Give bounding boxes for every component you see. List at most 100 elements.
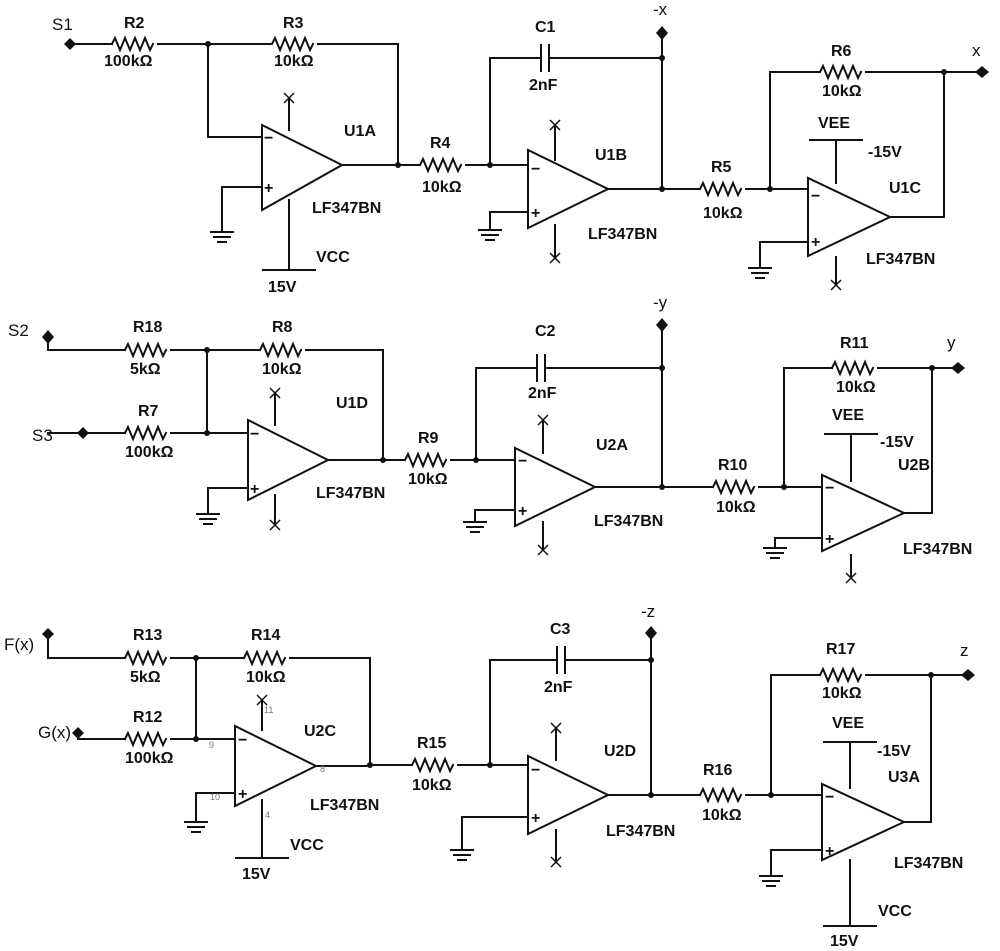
z-port-label: z	[960, 641, 969, 660]
r8-ref-label: R8	[272, 319, 293, 336]
r11-value-label: 10kΩ	[836, 379, 876, 396]
s1-port-marker	[64, 38, 76, 50]
u2b-part-label: LF347BN	[903, 541, 972, 558]
neg-x-port-label: -x	[653, 0, 668, 19]
c1-ref-label: C1	[535, 19, 556, 36]
u2a-part-label: LF347BN	[594, 513, 663, 530]
y-port-marker	[951, 362, 965, 374]
r6-ref-label: R6	[831, 43, 852, 60]
c3-value-label: 2nF	[544, 679, 573, 696]
r16-ref-label: R16	[703, 762, 732, 779]
u1c-inverting-sign: −	[811, 188, 820, 205]
u2a-inverting-sign: −	[518, 453, 527, 470]
u2a-noninverting-sign: +	[518, 503, 527, 520]
r12-value-label: 100kΩ	[125, 750, 174, 767]
u1b-part-label: LF347BN	[588, 226, 657, 243]
r6-resistor-symbol	[820, 66, 861, 78]
u1c-neg15v-label: -15V	[868, 144, 902, 161]
u3a-inverting-sign: −	[825, 789, 834, 806]
u3a-neg15v-label: -15V	[877, 743, 911, 760]
r9-value-label: 10kΩ	[408, 471, 448, 488]
r4-ref-label: R4	[430, 135, 451, 152]
u2c-15v-label: 15V	[242, 866, 271, 883]
r9-resistor-symbol	[405, 454, 446, 466]
u2c-pin-9: 9	[209, 740, 214, 750]
u2d-noninverting-sign: +	[531, 810, 540, 827]
neg-z-port-label: -z	[641, 602, 655, 621]
u2c-pin-4: 4	[265, 810, 270, 820]
u1a-vcc-label: VCC	[316, 249, 350, 266]
u1d-noninverting-sign: +	[250, 481, 259, 498]
u1a-part-label: LF347BN	[312, 200, 381, 217]
u2b-ref-label: U2B	[898, 457, 930, 474]
r16-value-label: 10kΩ	[702, 807, 742, 824]
u1d-inverting-sign: −	[250, 426, 259, 443]
r11-ref-label: R11	[840, 335, 869, 352]
u1c-noninverting-sign: +	[811, 234, 820, 251]
r18-resistor-symbol	[125, 344, 166, 356]
u2b-neg15v-label: -15V	[880, 434, 914, 451]
r7-ref-label: R7	[138, 403, 159, 420]
fx-port-label: F(x)	[4, 635, 34, 654]
u2c-pin-8: 8	[320, 764, 325, 774]
c2-value-label: 2nF	[528, 385, 557, 402]
u2c-vcc-label: VCC	[290, 837, 324, 854]
s2-port-label: S2	[8, 321, 29, 340]
r2-ref-label: R2	[124, 15, 145, 32]
r12-ref-label: R12	[133, 709, 162, 726]
r3-value-label: 10kΩ	[274, 53, 314, 70]
r3-resistor-symbol	[272, 38, 313, 50]
c2-ref-label: C2	[535, 323, 556, 340]
u2c-inverting-sign: −	[238, 732, 247, 749]
u1c-part-label: LF347BN	[866, 251, 935, 268]
u3a-vee-label: VEE	[832, 715, 864, 732]
u2c-pin-11: 11	[264, 705, 273, 715]
r10-value-label: 10kΩ	[716, 499, 756, 516]
r11-resistor-symbol	[832, 362, 873, 374]
r14-resistor-symbol	[244, 652, 285, 664]
c3-ref-label: C3	[550, 621, 571, 638]
s1-port-label: S1	[52, 15, 73, 34]
u1a-opamp-symbol	[262, 125, 342, 210]
gx-port-label: G(x)	[38, 723, 71, 742]
r5-resistor-symbol	[700, 183, 741, 195]
r8-value-label: 10kΩ	[262, 361, 302, 378]
u1a-inverting-sign: −	[264, 130, 273, 147]
u1a-noninverting-sign: +	[264, 180, 273, 197]
u3a-noninverting-sign: +	[825, 843, 834, 860]
u1b-inverting-sign: −	[531, 161, 540, 178]
r18-value-label: 5kΩ	[130, 361, 161, 378]
r14-ref-label: R14	[251, 627, 280, 644]
neg-z-port-marker	[645, 626, 657, 640]
u1d-ref-label: U1D	[336, 395, 368, 412]
row-1-circuit	[64, 26, 989, 290]
r2-value-label: 100kΩ	[104, 53, 153, 70]
u2d-inverting-sign: −	[531, 762, 540, 779]
r13-value-label: 5kΩ	[130, 669, 161, 686]
r6-value-label: 10kΩ	[822, 83, 862, 100]
u3a-part-label: LF347BN	[894, 855, 963, 872]
u2b-noninverting-sign: +	[825, 531, 834, 548]
x-port-marker	[975, 66, 989, 78]
s2-port-marker	[42, 330, 54, 344]
r15-resistor-symbol	[412, 759, 453, 771]
c1-value-label: 2nF	[529, 77, 558, 94]
r18-ref-label: R18	[133, 319, 162, 336]
r8-resistor-symbol	[260, 344, 301, 356]
r5-value-label: 10kΩ	[703, 205, 743, 222]
r7-value-label: 100kΩ	[125, 444, 174, 461]
r17-ref-label: R17	[826, 641, 855, 658]
r10-resistor-symbol	[713, 481, 754, 493]
u3a-vcc-label: VCC	[878, 903, 912, 920]
u2d-ref-label: U2D	[604, 743, 636, 760]
u1b-noninverting-sign: +	[531, 205, 540, 222]
r13-ref-label: R13	[133, 627, 162, 644]
r14-value-label: 10kΩ	[246, 669, 286, 686]
u1a-15v-label: 15V	[268, 279, 297, 296]
u2c-part-label: LF347BN	[310, 797, 379, 814]
r16-resistor-symbol	[700, 789, 741, 801]
u1c-ref-label: U1C	[889, 180, 921, 197]
u2c-pin-10: 10	[210, 792, 220, 802]
r17-value-label: 10kΩ	[822, 685, 862, 702]
z-port-marker	[961, 669, 975, 681]
